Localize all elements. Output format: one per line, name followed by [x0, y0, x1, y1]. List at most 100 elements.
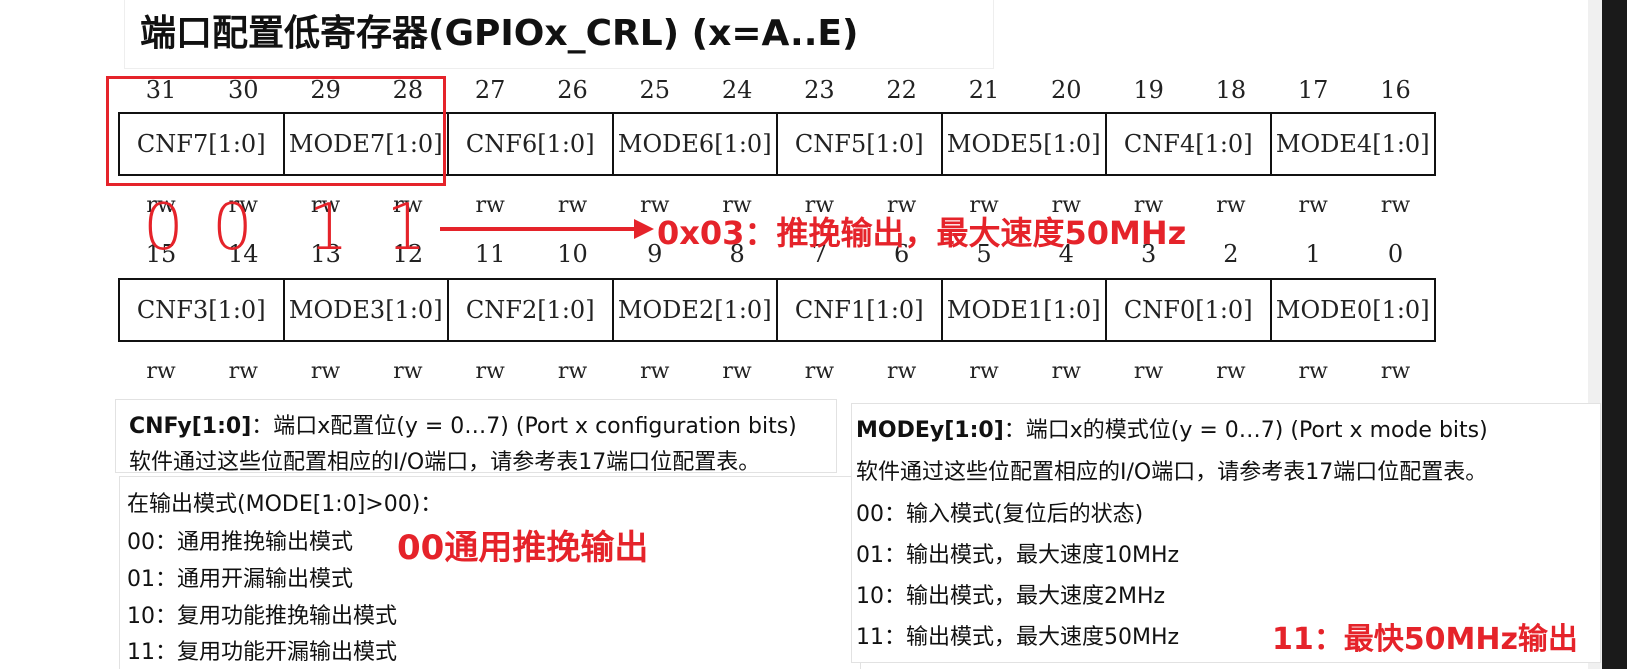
mode-item-10: 10：输出模式，最大速度2MHz: [856, 584, 1166, 609]
access-low-10: rw: [969, 359, 999, 384]
access-low-4: rw: [475, 359, 505, 384]
access-high-5: rw: [557, 193, 588, 218]
bit-number-low-1: 14: [228, 240, 259, 268]
bit-number-low-15: 0: [1387, 240, 1404, 268]
red-arrow: [440, 219, 654, 239]
bit-number-low-14: 1: [1305, 240, 1321, 268]
access-high-6: rw: [640, 193, 670, 218]
bit-number-high-0: 31: [145, 76, 177, 104]
bit-number-high-14: 17: [1297, 76, 1329, 104]
mode-item-01: 01：输出模式，最大速度10MHz: [856, 543, 1180, 568]
handwritten-bit-31: 0: [143, 191, 184, 265]
access-low-12: rw: [1133, 359, 1164, 384]
access-high-2: rw: [310, 193, 341, 218]
bit-number-low-3: 12: [392, 240, 424, 268]
field-cnf1: CNF1[1:0]: [778, 280, 943, 340]
field-mode4: MODE4[1:0]: [1275, 130, 1430, 158]
field-cnf4: CNF4[1:0]: [1107, 114, 1272, 174]
bit-number-low-6: 9: [647, 240, 663, 268]
mode-item-00: 00：输入模式(复位后的状态): [856, 502, 1144, 527]
access-low-14: rw: [1298, 359, 1328, 384]
page-title: 端口配置低寄存器(GPIOx_CRL) (x=A..E): [140, 13, 859, 54]
mode-heading: MODEy[1:0]：端口x的模式位(y = 0…7) (Port x mode…: [856, 412, 1488, 444]
bit-number-high-15: 16: [1380, 76, 1411, 104]
bit-number-low-2: 13: [310, 240, 341, 268]
bit-number-high-11: 20: [1051, 76, 1082, 104]
field-cnf2: CNF2[1:0]: [449, 280, 614, 340]
bit-number-low-13: 2: [1223, 240, 1239, 268]
bit-number-low-11: 4: [1058, 240, 1074, 268]
mode-description-panel: [852, 404, 1600, 662]
register-row-low: CNF3[1:0] MODE3[1:0] CNF2[1:0] MODE2[1:0…: [118, 278, 1436, 342]
access-low-15: rw: [1380, 359, 1411, 384]
access-high-9: rw: [887, 193, 917, 218]
bit-number-high-1: 30: [228, 76, 259, 104]
cnf-heading-rest: ：端口x配置位(y = 0…7) (Port x configuration b…: [251, 414, 797, 439]
bit-number-high-6: 25: [639, 76, 671, 104]
bit-number-low-8: 7: [811, 240, 828, 268]
access-low-1: rw: [228, 359, 258, 384]
field-mode2: MODE2[1:0]: [614, 280, 778, 340]
bit-number-low-5: 10: [557, 240, 588, 268]
bit-number-low-10: 5: [976, 240, 992, 268]
access-high-1: rw: [228, 193, 258, 218]
bit-number-low-12: 3: [1140, 240, 1157, 268]
access-high-3: rw: [393, 193, 423, 218]
cnf-item-11: 11：复用功能开漏输出模式: [127, 640, 397, 665]
field-mode3: MODE3[1:0]: [285, 280, 449, 340]
bit-number-high-4: 27: [474, 76, 506, 104]
access-low-8: rw: [804, 359, 835, 384]
mode-desc: 软件通过这些位配置相应的I/O端口，请参考表17端口位配置表。: [856, 460, 1488, 485]
access-high-12: rw: [1133, 193, 1164, 218]
cnf-heading-bold: CNFy[1:0]: [129, 414, 252, 439]
cnf-description-panel: [116, 400, 836, 472]
bit-number-high-12: 19: [1133, 76, 1164, 104]
handwritten-bit-30: 0: [212, 191, 253, 265]
access-high-15: rw: [1380, 193, 1411, 218]
access-low-11: rw: [1051, 359, 1081, 384]
title-box: [125, 0, 993, 68]
access-low-5: rw: [557, 359, 588, 384]
field-cnf6: CNF6[1:0]: [449, 114, 614, 174]
access-high-10: rw: [969, 193, 999, 218]
mode-item-11: 11：输出模式，最大速度50MHz: [856, 625, 1180, 650]
cnf-heading: CNFy[1:0]：端口x配置位(y = 0…7) (Port x config…: [129, 408, 797, 440]
field-mode5: MODE5[1:0]: [943, 114, 1107, 174]
cnf-annotation: 00通用推挽输出: [397, 528, 649, 568]
access-low-7: rw: [722, 359, 752, 384]
mode-heading-rest: ：端口x的模式位(y = 0…7) (Port x mode bits): [1003, 418, 1488, 443]
mode-heading-bold: MODEy[1:0]: [856, 418, 1004, 443]
field-cnf7: CNF7[1:0]: [120, 114, 285, 174]
access-high-7: rw: [722, 193, 752, 218]
access-high-8: rw: [804, 193, 835, 218]
bit-number-high-5: 26: [557, 76, 588, 104]
field-cnf3: CNF3[1:0]: [120, 280, 285, 340]
bit-number-low-0: 15: [145, 240, 177, 268]
access-low-9: rw: [887, 359, 917, 384]
bit-number-low-9: 6: [894, 240, 910, 268]
bit-number-high-9: 22: [886, 76, 917, 104]
bit-number-high-7: 24: [721, 76, 753, 104]
cnf-item-10: 10：复用功能推挽输出模式: [127, 604, 397, 629]
access-high-14: rw: [1298, 193, 1328, 218]
field-mode1: MODE1[1:0]: [943, 280, 1107, 340]
cnf-output-mode-panel: [120, 477, 860, 669]
register-row-high: CNF7[1:0] MODE7[1:0] CNF6[1:0] MODE6[1:0…: [118, 112, 1436, 176]
field-cnf0: CNF0[1:0]: [1107, 280, 1272, 340]
field-mode6: MODE6[1:0]: [614, 114, 778, 174]
cnf-desc: 软件通过这些位配置相应的I/O端口，请参考表17端口位配置表。: [129, 450, 761, 475]
access-low-13: rw: [1216, 359, 1246, 384]
cnf-output-mode-title: 在输出模式(MODE[1:0]>00)：: [127, 492, 443, 517]
field-cnf5: CNF5[1:0]: [778, 114, 943, 174]
access-high-0: rw: [146, 193, 176, 218]
cnf-item-01: 01：通用开漏输出模式: [127, 567, 353, 592]
access-low-2: rw: [310, 359, 341, 384]
access-high-13: rw: [1216, 193, 1246, 218]
highlight-cnf7-mode7: [106, 76, 446, 186]
bit-number-high-13: 18: [1215, 76, 1247, 104]
bit-number-low-4: 11: [474, 240, 506, 268]
bit-number-low-7: 8: [729, 240, 745, 268]
cnf-item-00: 00：通用推挽输出模式: [127, 530, 353, 555]
handwritten-bit-29: 1: [308, 191, 349, 265]
bit-number-high-2: 29: [310, 76, 341, 104]
